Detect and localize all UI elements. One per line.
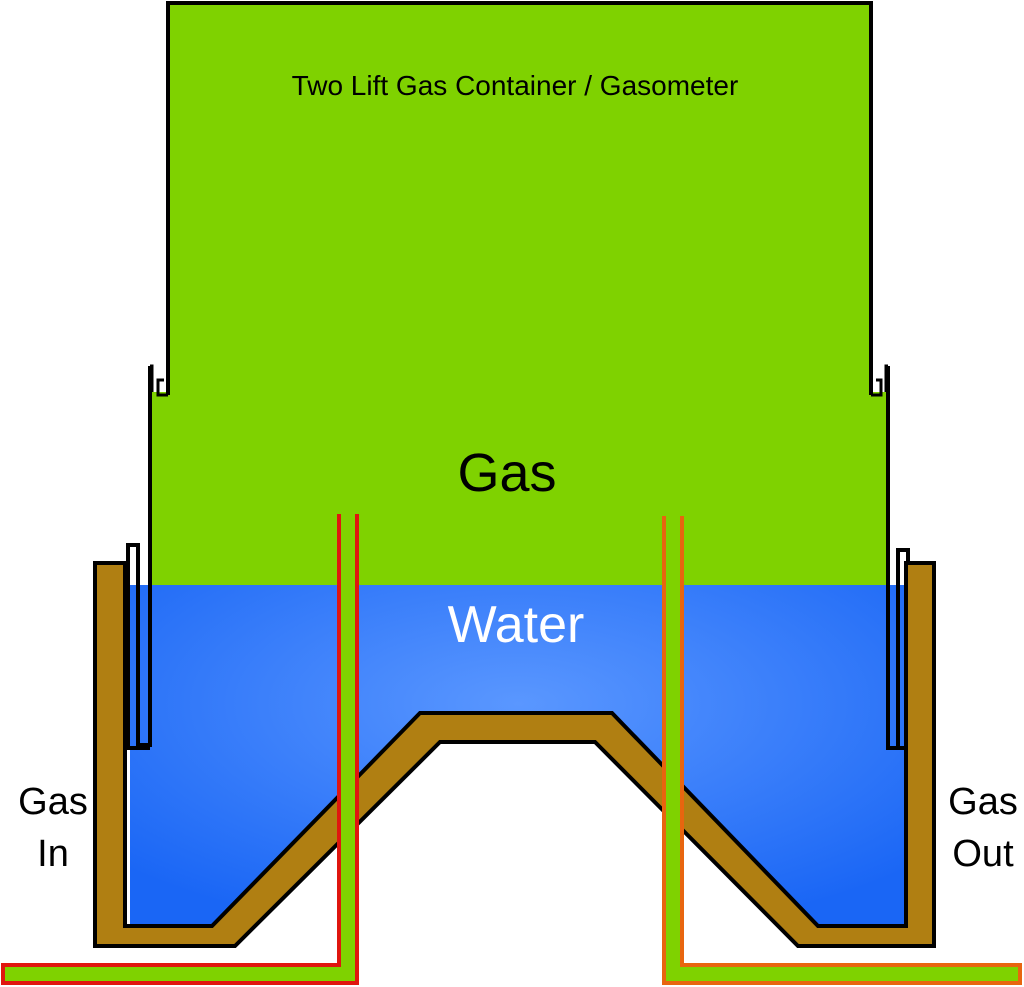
upper-lift-bell [166,1,873,395]
outlet-pipe [662,516,1022,985]
lower-lift-gas [150,392,888,585]
inlet-pipe [1,514,359,985]
water-tank [93,561,936,948]
gas-label: Gas [457,443,556,503]
gas-in-label-line1: Gas [18,781,88,823]
upper-left-seal [156,378,168,397]
gas-out-label-line1: Gas [948,781,1018,823]
gas-in-label-line2: In [37,833,69,875]
upper-lift-gas [168,3,871,392]
gas-out-label-line2: Out [952,833,1014,875]
lower-lift-right-top [884,364,888,392]
lower-lift-left-top [150,364,154,392]
upper-right-seal [871,378,883,397]
water-label: Water [448,596,585,654]
lower-lift-left-wall [126,366,152,750]
diagram-title: Two Lift Gas Container / Gasometer [292,70,739,101]
water-body [130,585,907,925]
